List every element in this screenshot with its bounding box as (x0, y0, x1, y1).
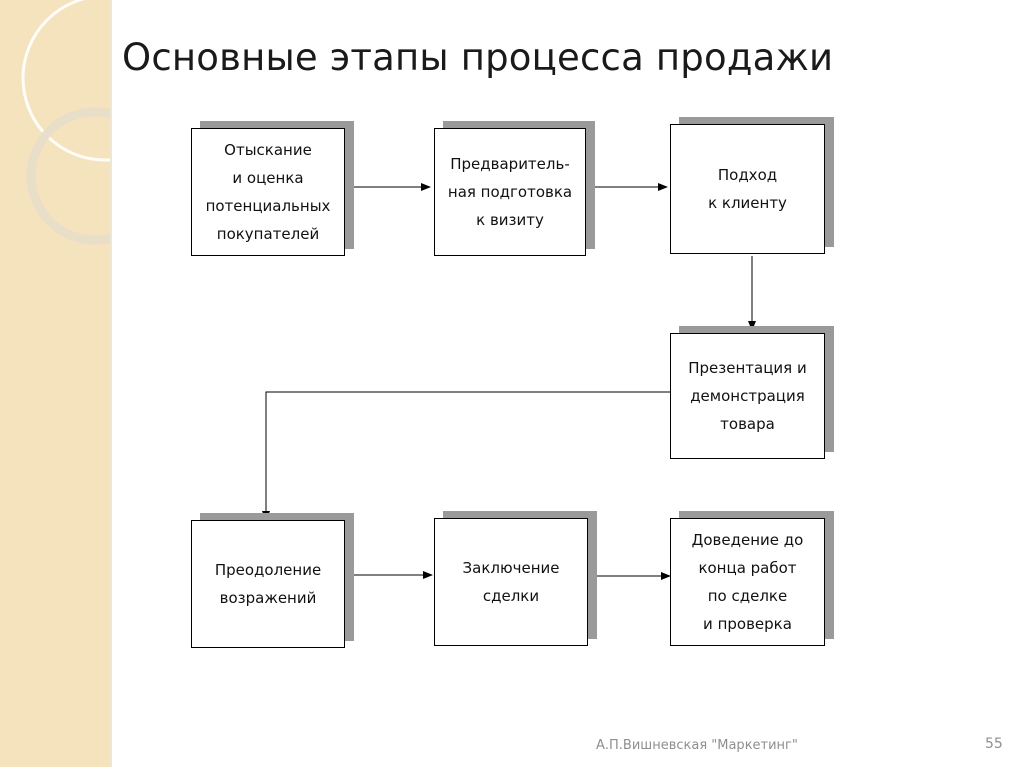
step-box-follow-up: Доведение до конца работ по сделке и про… (670, 518, 825, 646)
decorative-side-panel (0, 0, 112, 767)
footer-author: А.П.Вишневская "Маркетинг" (596, 738, 798, 753)
step-label: Заключение сделки (462, 559, 560, 605)
step-label: Отыскание и оценка потенциальных покупат… (205, 141, 331, 243)
step-box-approach: Подход к клиенту (670, 124, 825, 254)
step-label: Предваритель- ная подготовка к визиту (447, 155, 573, 229)
step-box-closing: Заключение сделки (434, 518, 588, 646)
step-label: Преодоление возражений (214, 561, 322, 607)
step-label: Презентация и демонстрация товара (688, 359, 807, 433)
step-box-objections: Преодоление возражений (191, 520, 345, 648)
step-box-preparation: Предваритель- ная подготовка к визиту (434, 128, 586, 256)
slide-number: 55 (985, 736, 1003, 752)
arrow-step4-to-step5 (262, 391, 670, 521)
step-label: Подход к клиенту (708, 166, 787, 212)
page-title: Основные этапы процесса продажи (122, 36, 834, 79)
decorative-rings (21, 0, 110, 245)
step-box-presentation: Презентация и демонстрация товара (670, 333, 825, 459)
step-box-search: Отыскание и оценка потенциальных покупат… (191, 128, 345, 256)
step-label: Доведение до конца работ по сделке и про… (691, 531, 804, 633)
